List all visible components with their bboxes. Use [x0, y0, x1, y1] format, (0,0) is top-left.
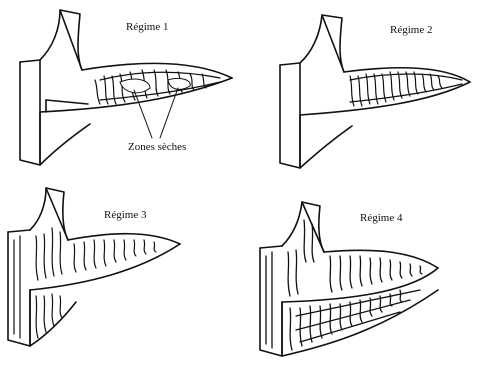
regime-1-drawing: [20, 10, 232, 165]
regime-2-label: Régime 2: [390, 24, 432, 36]
regime-3-drawing: [8, 188, 180, 346]
regime-2-drawing: [280, 15, 470, 168]
regime-4-label: Régime 4: [360, 212, 402, 224]
regime-4-drawing: [260, 202, 438, 356]
dry-zones-label: Zones sèches: [128, 141, 186, 153]
regime-3-label: Régime 3: [104, 209, 146, 221]
regime-1-label: Régime 1: [126, 21, 168, 33]
